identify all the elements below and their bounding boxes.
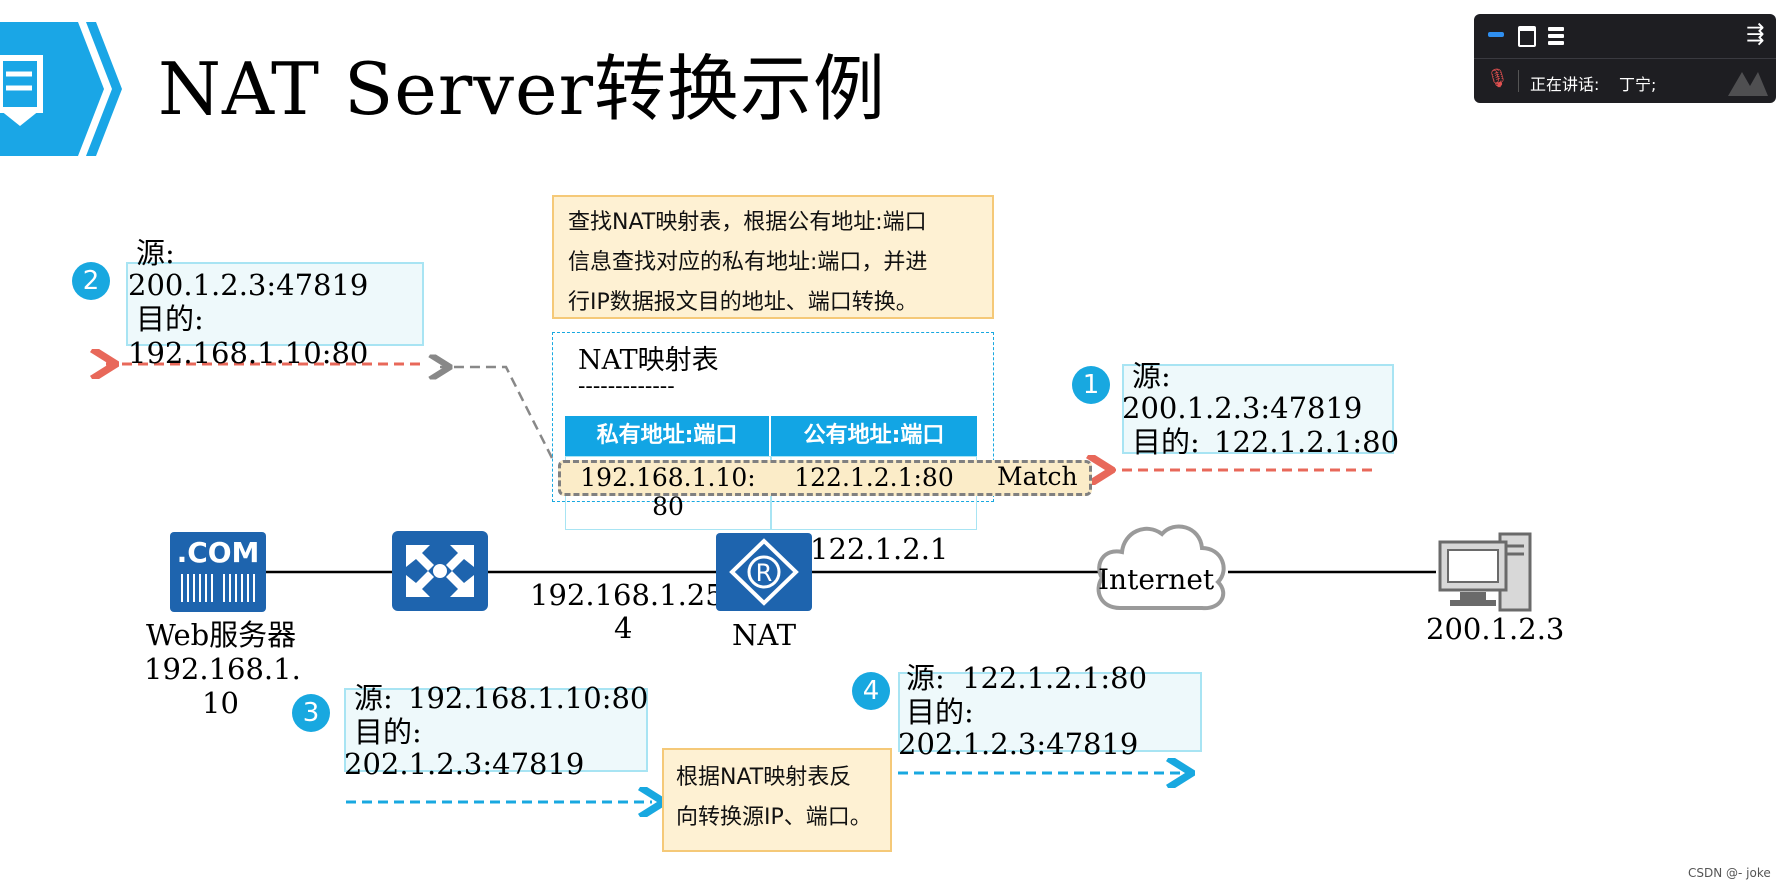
step-1-badge: 1 — [1072, 366, 1110, 404]
step-3-badge: 3 — [292, 694, 330, 732]
speaker-name: 丁宁; — [1619, 75, 1657, 94]
switch-icon — [392, 531, 488, 611]
step-2-src-label: 源: — [136, 236, 175, 270]
match-row-highlight — [558, 460, 1092, 496]
step-2-box — [126, 262, 424, 346]
page-title: NAT Server转换示例 — [158, 47, 887, 131]
step-4-dst: 202.1.2.3:47819 — [898, 727, 1139, 761]
match-label: Match — [997, 462, 1078, 491]
step-1-dst: 122.1.2.1:80 — [1214, 425, 1400, 459]
note-lookup-line3: 行IP数据报文目的地址、端口转换。 — [568, 290, 918, 315]
note-reverse-line2: 向转换源IP、端口。 — [676, 805, 872, 830]
minimize-icon[interactable] — [1488, 32, 1504, 37]
step-4-src: 122.1.2.1:80 — [962, 661, 1148, 695]
window-icon[interactable] — [1518, 26, 1536, 47]
internet-label: Internet — [1098, 563, 1215, 596]
web-server-icon: .COM — [170, 532, 266, 612]
step-4-badge: 4 — [852, 672, 890, 710]
nat-table-header-public: 公有地址:端口 — [771, 416, 977, 456]
nat-router-icon-text: R — [756, 559, 773, 587]
note-lookup-line1: 查找NAT映射表，根据公有地址:端口 — [568, 210, 927, 235]
speaking-label: 正在讲话: — [1530, 75, 1600, 94]
note-reverse-line1: 根据NAT映射表反 — [676, 765, 852, 790]
internet-cloud-icon — [1096, 524, 1226, 611]
step-3-src: 192.168.1.10:80 — [408, 681, 649, 715]
step-2-dst: 192.168.1.10:80 — [128, 336, 369, 370]
nat-router-name: NAT — [732, 618, 797, 652]
arrow-table-to-step2 — [440, 367, 554, 459]
mic-muted-icon[interactable]: 🎙 — [1486, 68, 1509, 89]
step-1-src: 200.1.2.3:47819 — [1122, 391, 1363, 425]
step-4-box — [898, 672, 1202, 752]
watermark: CSDN @- joke — [1688, 866, 1771, 880]
step-3-dst-label: 目的: — [354, 715, 422, 749]
nat-table-frame — [552, 332, 994, 502]
step-1-dst-label: 目的: — [1132, 425, 1200, 459]
menu-collapse-icon[interactable]: ⇶ — [1746, 22, 1765, 47]
step-4-src-label: 源: — [906, 661, 945, 695]
step-4-dst-label: 目的: — [906, 695, 974, 729]
nat-table-separator: ------------- — [578, 374, 675, 399]
web-server-ip-line2: 10 — [202, 686, 239, 720]
step-1-src-label: 源: — [1132, 359, 1171, 393]
client-ip: 200.1.2.3 — [1426, 612, 1565, 646]
note-reverse: 根据NAT映射表反 向转换源IP、端口。 — [662, 748, 892, 852]
list-icon[interactable] — [1548, 27, 1564, 45]
client-pc-icon — [1438, 532, 1532, 612]
nat-public-ip: 122.1.2.1 — [810, 532, 949, 566]
step-3-box — [344, 688, 648, 772]
step-1-box — [1122, 364, 1394, 454]
web-server-name: Web服务器 — [146, 618, 297, 652]
step-2-dst-label: 目的: — [136, 302, 204, 336]
nat-table-title: NAT映射表 — [578, 345, 719, 376]
nat-table-header-private: 私有地址:端口 — [565, 416, 771, 456]
step-2-badge: 2 — [72, 262, 110, 300]
meeting-toolbar: ⇶ 🎙 正在讲话: 丁宁; — [1474, 14, 1776, 103]
slide-header-icon — [0, 22, 122, 156]
step-3-dst: 202.1.2.3:47819 — [344, 747, 585, 781]
step-2-src: 200.1.2.3:47819 — [128, 268, 369, 302]
web-server-ip-line1: 192.168.1. — [144, 652, 301, 686]
note-lookup-line2: 信息查找对应的私有地址:端口，并进 — [568, 250, 928, 275]
switch-ip-line1: 192.168.1.25 — [530, 578, 724, 612]
switch-ip-line2: 4 — [614, 611, 633, 645]
nat-table-public-cell: 122.1.2.1:80 — [794, 463, 954, 492]
note-lookup: 查找NAT映射表，根据公有地址:端口 信息查找对应的私有地址:端口，并进 行IP… — [552, 195, 994, 319]
nat-router-icon: R — [716, 533, 812, 611]
nat-table-private-cell: 192.168.1.10: 80 — [580, 463, 756, 521]
step-3-src-label: 源: — [354, 681, 393, 715]
